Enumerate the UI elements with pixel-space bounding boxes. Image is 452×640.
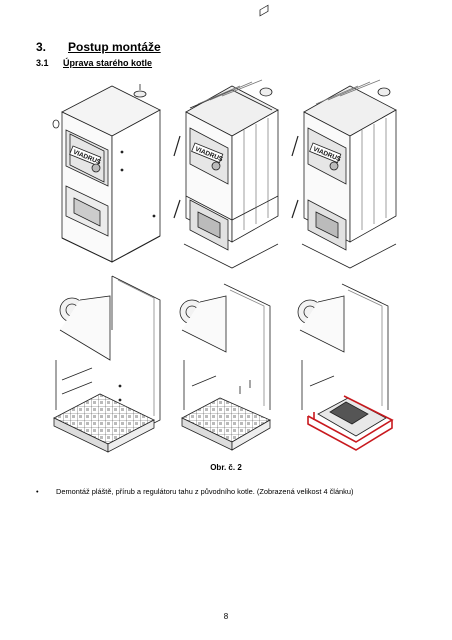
subsection-title: Úprava starého kotle bbox=[63, 58, 153, 68]
panel-boiler-casing-removed: VIADRUS bbox=[173, 4, 279, 269]
highlighted-base-frame bbox=[307, 395, 394, 451]
panel-boiler-complete: VIADRUS bbox=[52, 84, 161, 263]
panel-boiler-casing-removed-alt: VIADRUS bbox=[291, 79, 397, 269]
panel-boiler-frame-highlighted bbox=[297, 283, 389, 437]
section-number: 3. bbox=[36, 40, 47, 54]
bullet-item: • Demontáž pláště, přírub a regulátoru ta… bbox=[36, 487, 353, 496]
bullet-text: Demontáž pláště, přírub a regulátoru tah… bbox=[56, 487, 354, 496]
subsection-number: 3.1 bbox=[36, 58, 49, 68]
panel-boiler-frame-grate bbox=[179, 283, 271, 451]
panel-boiler-frame-open bbox=[53, 275, 161, 453]
subsection-heading: 3.1 Úprava starého kotle bbox=[36, 58, 152, 68]
page-number: 8 bbox=[223, 612, 229, 621]
section-heading: 3. Postup montáže bbox=[36, 40, 161, 54]
section-title: Postup montáže bbox=[68, 40, 161, 54]
figure-caption: Obr. č. 2 bbox=[210, 463, 242, 472]
bullet-symbol: • bbox=[36, 487, 39, 496]
